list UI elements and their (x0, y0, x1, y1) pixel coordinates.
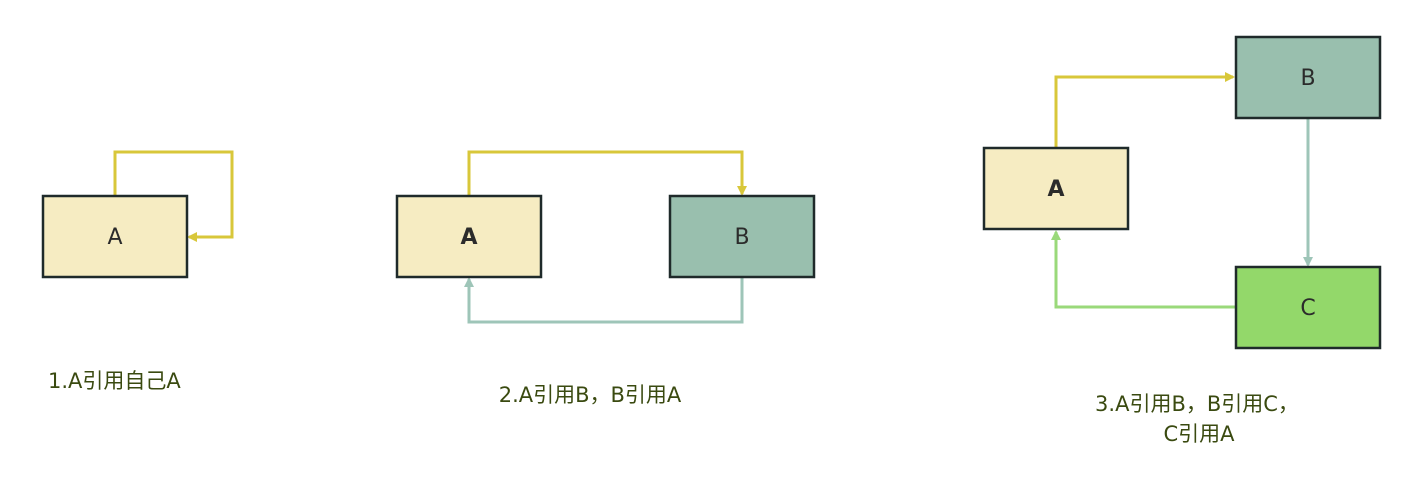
node-b-label: B (1300, 66, 1315, 91)
edge-a-to-b (1054, 72, 1235, 148)
diagram-3-caption-line-1: 3.A引用B，B引用C， (1095, 392, 1299, 416)
node-c-label: C (1300, 296, 1315, 321)
node-a: A (41, 194, 189, 279)
node-c-box (1234, 265, 1382, 350)
node-b-label: B (734, 225, 749, 250)
diagram-3-cycle-reference: A B C 3.A引用B，B引用C， C引用A (982, 35, 1382, 446)
node-a-label: A (107, 225, 122, 250)
edge-b-to-a (464, 277, 744, 324)
node-a-label: A (1047, 177, 1064, 202)
node-a-label: A (460, 225, 477, 250)
diagram-2-caption: 2.A引用B，B引用A (499, 383, 682, 407)
diagram-2-mutual-reference: A B 2.A引用B，B引用A (395, 150, 816, 407)
node-b: B (1234, 35, 1382, 120)
node-a-box (395, 194, 543, 279)
edge-a-to-a (113, 150, 234, 242)
diagram-3-caption-line-2: C引用A (1163, 422, 1235, 446)
diagram-1-caption: 1.A引用自己A (48, 369, 181, 393)
node-b-box (668, 194, 816, 279)
edge-c-to-a (1051, 230, 1236, 309)
node-c: C (1234, 265, 1382, 350)
diagram-1-self-reference: A 1.A引用自己A (41, 150, 234, 393)
node-a-box (982, 146, 1130, 231)
edge-a-to-b (467, 150, 747, 196)
node-a: A (982, 146, 1130, 231)
node-b-box (1234, 35, 1382, 120)
node-a: A (395, 194, 543, 279)
node-b: B (668, 194, 816, 279)
node-a-box (41, 194, 189, 279)
